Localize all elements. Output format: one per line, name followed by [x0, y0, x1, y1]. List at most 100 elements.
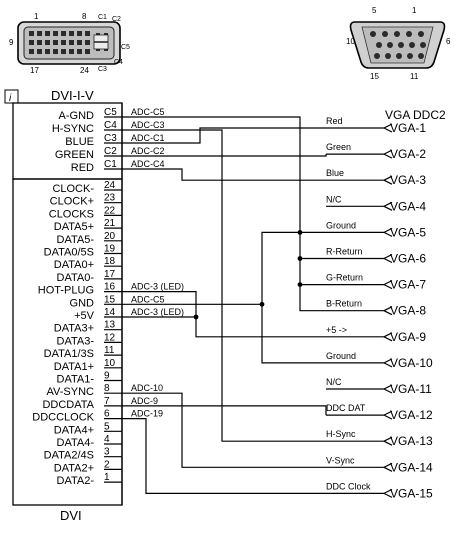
dvi-digital-pin-name: DATA4- [57, 437, 95, 449]
dvi-bottom-label: DVI [60, 508, 82, 523]
dvi-pin-number-c4: C4 [114, 59, 123, 66]
dvi-digital-adc-label: ADC-3 (LED) [131, 282, 184, 292]
wire-green-to-vga2 [122, 154, 327, 157]
dvi-pin-hole [37, 40, 42, 45]
dvi-digital-pin-name: +5V [74, 310, 95, 322]
dvi-pin-number-24: 24 [80, 66, 89, 75]
vga-pin-number-10: 10 [346, 37, 355, 46]
dvi-pin-hole [61, 31, 66, 36]
dvi-digital-pin-number: 22 [104, 205, 116, 216]
vga-pin-arrow [383, 384, 393, 394]
vga-signal-label: G-Return [326, 273, 363, 283]
vga-pin-label: VGA-12 [390, 408, 433, 422]
dvi-digital-pin-name: DATA3+ [54, 323, 94, 335]
dvi-pin-hole [61, 49, 66, 54]
dvi-digital-pin-name: CLOCKS [49, 208, 94, 220]
dvi-digital-pin-number: 18 [104, 256, 116, 267]
vga-pin-arrow [383, 201, 393, 211]
dvi-digital-pin-number: 7 [104, 396, 110, 407]
dvi-pin-hole [29, 49, 34, 54]
vga-pin-hole [385, 53, 391, 59]
dvi-digital-pin-number: 12 [104, 332, 116, 343]
vga-signal-label: V-Sync [326, 455, 355, 465]
dvi-pin-grid [29, 31, 108, 54]
dvi-pin-hole [85, 31, 90, 36]
vga-pin-grid [370, 31, 426, 59]
vga-pin-label: VGA-1 [390, 121, 426, 135]
dvi-digital-pin-name: DATA5+ [54, 221, 94, 233]
dvi-pin-hole [77, 40, 82, 45]
vga-pin-arrow [383, 306, 393, 316]
dvi-pin-hole [61, 40, 66, 45]
vga-signal-label: Blue [326, 168, 344, 178]
vga-signal-label: Ground [326, 351, 356, 361]
vga-pin-arrow [383, 149, 393, 159]
vga-signal-label: Red [326, 116, 343, 126]
dvi-pin-number-c1: C1 [98, 14, 107, 21]
dvi-digital-adc-label: ADC-10 [131, 383, 163, 393]
dvi-digital-pin-number: 16 [104, 282, 116, 293]
dvi-pin-number-1: 1 [34, 12, 39, 21]
dvi-analog-pin-name: A-GND [59, 110, 95, 122]
dvi-connector-illustration: 1 8 C1 C2 9 C5 17 24 C3 C4 [9, 12, 130, 75]
dvi-digital-adc-label: ADC-3 (LED) [131, 307, 184, 317]
vga-pin-label: VGA-3 [390, 173, 426, 187]
dvi-analog-pin-number: C3 [104, 133, 117, 144]
dvi-digital-pin-name: AV-SYNC [47, 386, 95, 398]
dvi-digital-pin-name: DATA2- [57, 475, 95, 487]
dvi-analog-pin-name: H-SYNC [52, 123, 94, 135]
dvi-digital-pin-number: 11 [104, 345, 115, 356]
dvi-pin-hole [69, 40, 74, 45]
vga-pin-hole [398, 42, 404, 48]
vga-pin-label: VGA-6 [390, 252, 426, 266]
dvi-pin-number-c3: C3 [98, 66, 107, 73]
wire-blue-to-vga1 [122, 127, 326, 144]
dvi-pin-hole [45, 31, 50, 36]
dvi-pin-hole [53, 40, 58, 45]
info-icon[interactable]: i [4, 89, 19, 104]
dvi-pin-number-c5: C5 [121, 44, 130, 51]
wire-hsync-to-vga13 [122, 129, 326, 442]
dvi-digital-pin-number: 5 [104, 421, 110, 432]
dvi-pin-hole [69, 49, 74, 54]
dvi-digital-pin-name: DATA3- [57, 335, 95, 347]
info-icon-frame [4, 89, 19, 104]
dvi-digital-pin-number: 20 [104, 231, 116, 242]
vga-pin-number-1: 1 [412, 6, 417, 15]
vga-pin-arrow [383, 175, 393, 185]
dvi-analog-pin-number: C2 [104, 146, 117, 157]
dvi-digital-pin-name: DATA5- [57, 234, 95, 246]
dvi-digital-pin-name: DATA0- [57, 272, 95, 284]
dvi-digital-pin-number: 17 [104, 269, 116, 280]
vga-signal-label: Green [326, 142, 351, 152]
vga-title: VGA DDC2 [385, 108, 446, 122]
dvi-digital-pin-name: CLOCK- [52, 183, 94, 195]
wire-junction [297, 256, 303, 261]
vga-pin-hole [418, 53, 424, 59]
dvi-digital-pin-number: 14 [104, 307, 116, 318]
wiring-connections [122, 116, 327, 494]
dvi-pin-hole [77, 31, 82, 36]
dvi-digital-adc-label: ADC-19 [131, 409, 163, 419]
vga-pin-arrow [383, 123, 393, 133]
vga-pin-label: VGA-9 [390, 330, 426, 344]
dvi-digital-pin-number: 15 [104, 294, 116, 305]
dvi-digital-pin-number: 23 [104, 193, 116, 204]
dvi-digital-pin-name: GND [70, 297, 95, 309]
dvi-pin-hole [45, 49, 50, 54]
vga-pin-arrow [383, 280, 393, 290]
vga-pin-arrow [383, 436, 393, 446]
dvi-pin-hole [69, 31, 74, 36]
vga-pin-number-5: 5 [372, 6, 377, 15]
vga-pin-number-6: 6 [446, 37, 451, 46]
wire-junction [193, 314, 199, 320]
dvi-digital-adc-label: ADC-9 [131, 396, 158, 406]
wire-avsync-to-vga14 [122, 392, 326, 468]
vga-pin-label: VGA-13 [390, 434, 433, 448]
vga-pin-label: VGA-8 [390, 304, 426, 318]
vga-pin-hole [370, 31, 376, 37]
